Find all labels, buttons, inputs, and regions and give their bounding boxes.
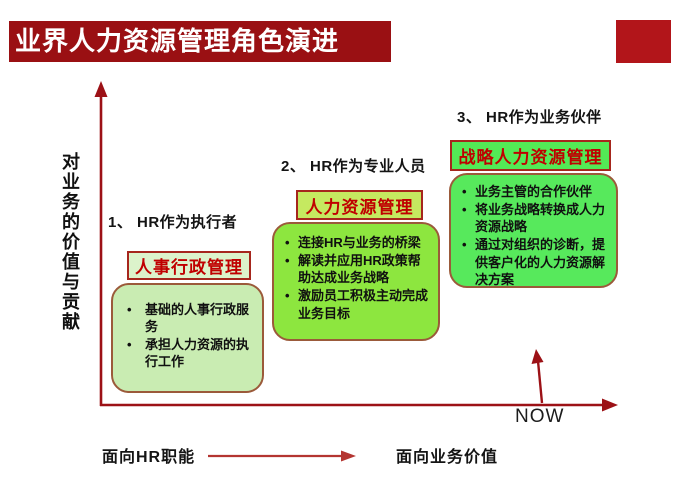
stage-1-bullet: 基础的人事行政服务 xyxy=(119,301,256,335)
now-label: NOW xyxy=(515,406,565,427)
stage-3-content-box: 业务主管的合作伙伴 将业务战略转换成人力资源战略 通过对组织的诊断，提供客户化的… xyxy=(449,173,618,288)
now-arrow-head-icon xyxy=(531,349,544,364)
stage-3-bullet: 业务主管的合作伙伴 xyxy=(457,183,610,200)
stage-1-bullet: 承担人力资源的执行工作 xyxy=(119,336,256,370)
stage-2-bullet: 激励员工积极主动完成业务目标 xyxy=(280,287,432,321)
footer-right-label: 面向业务价值 xyxy=(396,449,499,466)
stage-3-bullet: 将业务战略转换成人力资源战略 xyxy=(457,201,610,235)
stage-3-bullet: 通过对组织的诊断，提供客户化的人力资源解决方案 xyxy=(457,236,610,287)
stage-2-bullet: 解读并应用HR政策帮助达成业务战略 xyxy=(280,252,432,286)
page-title: 业界人力资源管理角色演进 xyxy=(15,26,340,56)
corner-decoration-square xyxy=(616,20,671,63)
stage-3-title-box: 战略人力资源管理 xyxy=(450,140,611,171)
y-axis-label: 对业务的价值与贡献 xyxy=(60,152,80,332)
now-arrow-line xyxy=(536,360,544,404)
stage-2-title-box: 人力资源管理 xyxy=(296,190,423,220)
stage-3-heading: 3、 HR作为业务伙伴 xyxy=(457,109,602,126)
stage-1-heading: 1、 HR作为执行者 xyxy=(108,214,238,231)
stage-2-heading: 2、 HR作为专业人员 xyxy=(281,158,426,175)
footer-arrow-head-icon xyxy=(341,450,356,462)
title-bar: 业界人力资源管理角色演进 xyxy=(9,21,391,62)
stage-2-bullet: 连接HR与业务的桥梁 xyxy=(280,234,432,251)
footer-left-label: 面向HR职能 xyxy=(102,449,196,466)
y-axis-arrowhead-icon xyxy=(94,81,108,97)
stage-1-title-box: 人事行政管理 xyxy=(127,251,251,280)
x-axis-arrowhead-icon xyxy=(602,398,618,412)
stage-1-content-box: 基础的人事行政服务 承担人力资源的执行工作 xyxy=(111,283,264,393)
stage-2-content-box: 连接HR与业务的桥梁 解读并应用HR政策帮助达成业务战略 激励员工积极主动完成业… xyxy=(272,222,440,341)
